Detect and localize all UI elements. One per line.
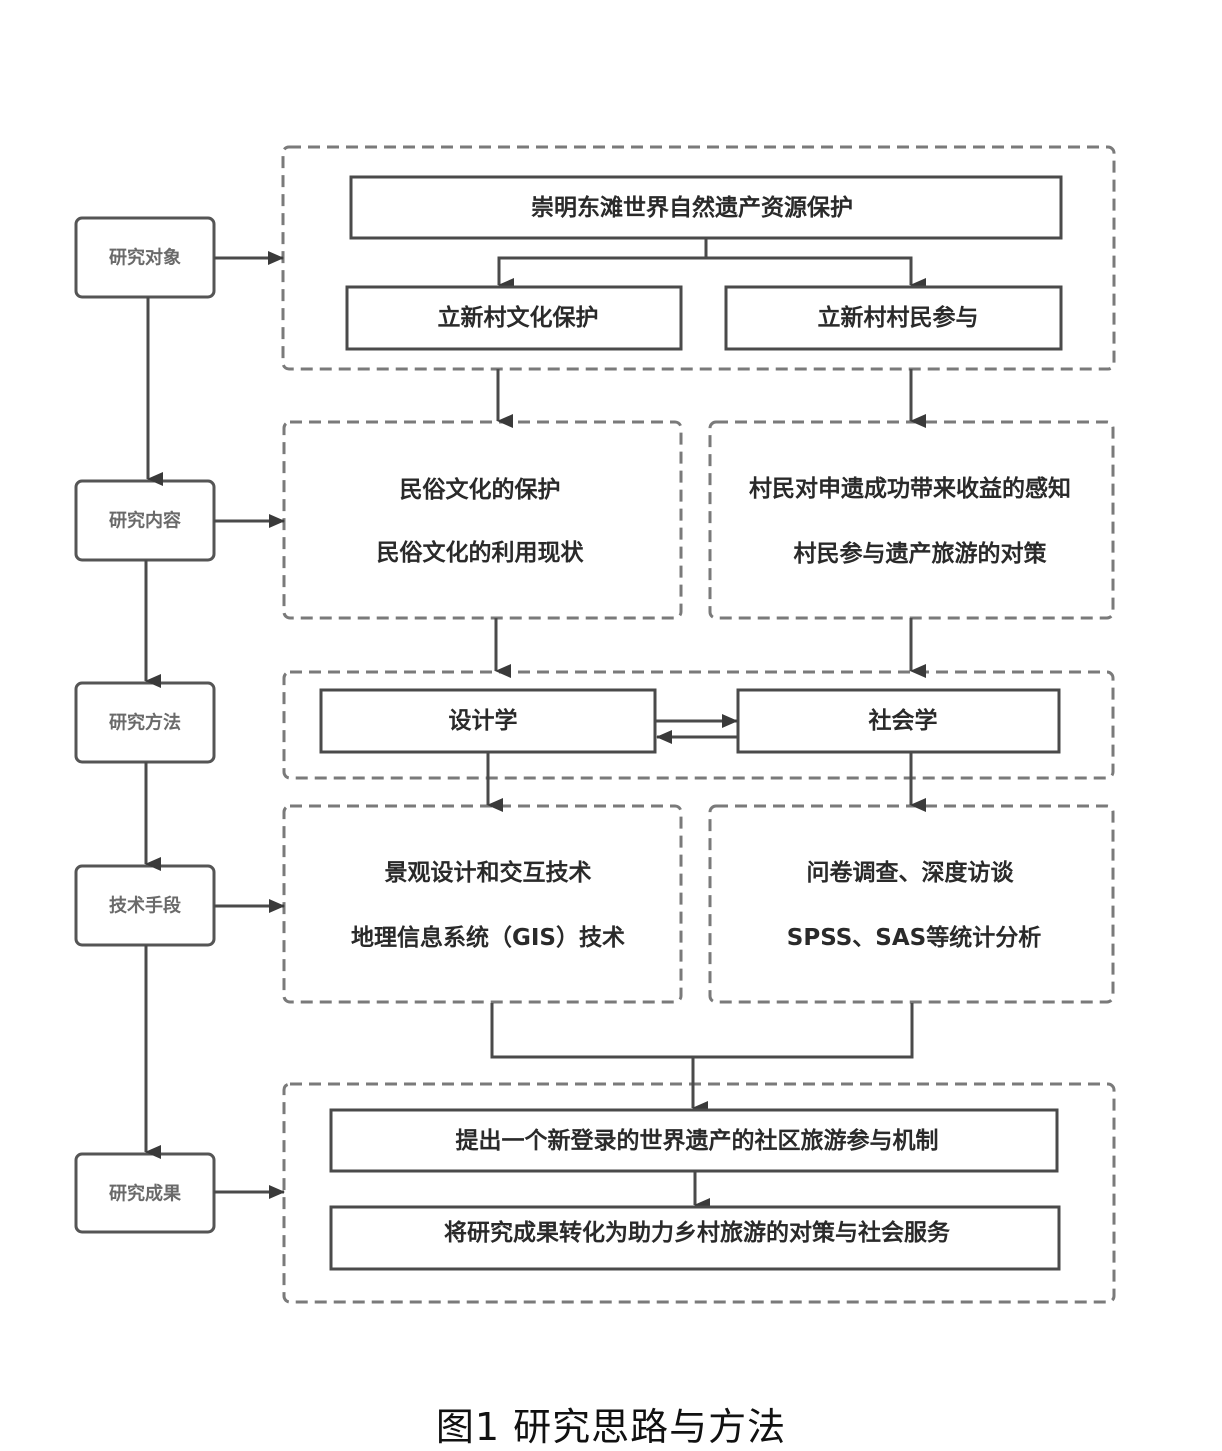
social-tech-line-1: 问卷调查、深度访谈 (807, 859, 1015, 886)
stage-result: 研究成果 (74, 1152, 216, 1234)
stage-content: 研究内容 (74, 479, 216, 562)
connector-to-villager (706, 256, 926, 292)
design-tech-line-1: 景观设计和交互技术 (385, 859, 592, 886)
stage-label: 技术手段 (109, 895, 182, 917)
stage-label: 研究成果 (109, 1183, 182, 1205)
design-tech-line-2: 地理信息系统（GIS）技术 (351, 924, 625, 951)
group-technique-left (282, 804, 683, 1004)
node-text: 立新村村民参与 (818, 304, 979, 331)
villager-perception-line-1: 村民对申遗成功带来收益的感知 (749, 475, 1071, 502)
node-text: 崇明东滩世界自然遗产资源保护 (531, 194, 853, 221)
group-result (282, 1082, 1116, 1304)
node-mechanism: 提出一个新登录的世界遗产的社区旅游参与机制 (329, 1108, 1059, 1173)
node-heritage-protection: 崇明东滩世界自然遗产资源保护 (349, 175, 1063, 240)
connector-merge (490, 1003, 914, 1059)
node-transform: 将研究成果转化为助力乡村旅游的对策与社会服务 (329, 1205, 1061, 1271)
node-text: 社会学 (869, 707, 938, 734)
group-content-right (708, 420, 1115, 620)
node-design: 设计学 (319, 688, 657, 754)
stage-method: 研究方法 (74, 681, 216, 764)
figure-caption: 图1 研究思路与方法 (435, 1405, 787, 1449)
villager-perception-line-2: 村民参与遗产旅游的对策 (794, 540, 1048, 567)
connector-to-culture (497, 256, 706, 292)
node-culture-protection: 立新村文化保护 (345, 285, 683, 351)
stage-label: 研究对象 (109, 247, 181, 269)
node-text: 设计学 (449, 707, 518, 734)
group-technique-right (708, 804, 1115, 1004)
group-method (282, 670, 1115, 780)
group-content-left (282, 420, 683, 620)
social-tech-line-2: SPSS、SAS等统计分析 (787, 924, 1041, 951)
stage-object: 研究对象 (74, 216, 216, 299)
node-sociology: 社会学 (736, 688, 1061, 754)
folk-culture-line-2: 民俗文化的利用现状 (377, 539, 585, 566)
node-villager-participation: 立新村村民参与 (724, 285, 1063, 351)
node-text: 提出一个新登录的世界遗产的社区旅游参与机制 (456, 1127, 939, 1154)
folk-culture-line-1: 民俗文化的保护 (400, 476, 561, 503)
stage-label: 研究内容 (109, 510, 181, 532)
node-text: 立新村文化保护 (438, 304, 599, 331)
stage-label: 研究方法 (109, 712, 181, 734)
stage-technique: 技术手段 (74, 864, 216, 947)
node-text: 将研究成果转化为助力乡村旅游的对策与社会服务 (444, 1219, 951, 1246)
